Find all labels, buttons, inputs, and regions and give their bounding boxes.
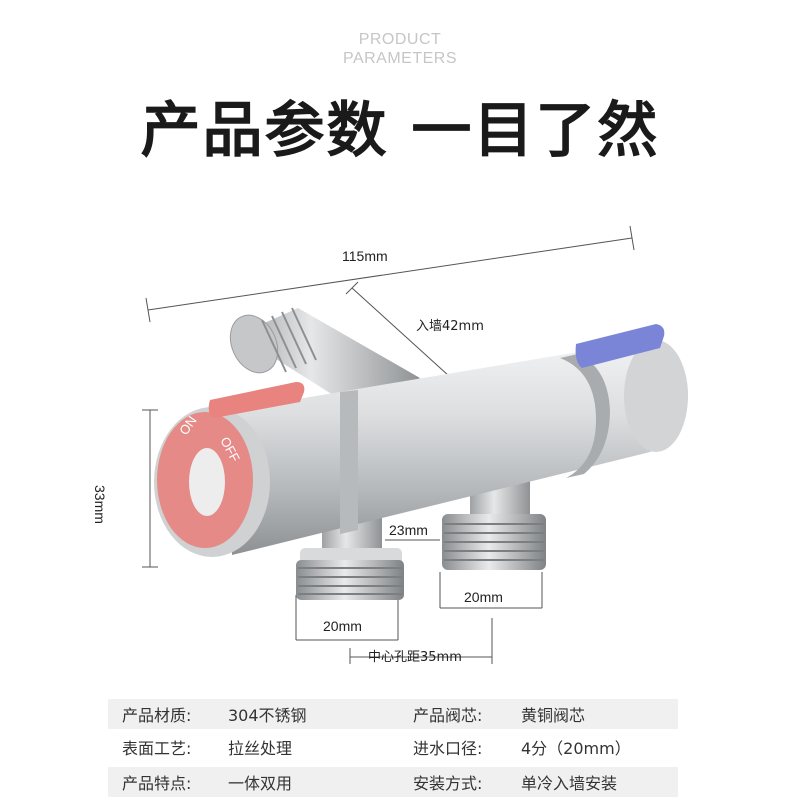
spec-value: 304不锈钢 — [228, 706, 307, 725]
page-title: 产品参数 一目了然 — [140, 96, 660, 166]
on-off-knob[interactable]: ON OFF — [154, 407, 270, 557]
spec-value: 黄铜阀芯 — [521, 706, 586, 725]
spec-row: 表面工艺: 拉丝处理 进水口径: 4分（20mm） — [108, 732, 678, 762]
spec-value: 一体双用 — [228, 774, 293, 793]
header-en-line2: PARAMETERS — [342, 50, 458, 67]
spec-key: 产品阀芯: — [413, 706, 483, 725]
dim-length-line — [145, 225, 635, 323]
spec-key: 表面工艺: — [122, 739, 192, 758]
dim-gap-label: 23mm — [389, 522, 428, 538]
dim-wall-line — [345, 281, 461, 387]
spec-value: 4分（20mm） — [521, 739, 631, 758]
dim-thread-lines — [295, 572, 543, 664]
header-en-line1: PRODUCT — [358, 31, 442, 48]
dim-length-label: 115mm — [342, 248, 388, 264]
spec-key: 产品特点: — [122, 774, 192, 793]
spec-key: 进水口径: — [413, 739, 483, 758]
dim-thread-right-label: 20mm — [464, 589, 503, 605]
spec-value: 拉丝处理 — [228, 739, 293, 758]
dim-height-label: 33mm — [92, 485, 108, 524]
dim-thread-left-label: 20mm — [323, 618, 362, 634]
spec-row: 产品材质: 304不锈钢 产品阀芯: 黄铜阀芯 — [108, 699, 678, 729]
spec-key: 产品材质: — [122, 706, 192, 725]
hot-handle[interactable] — [208, 382, 305, 418]
spec-key: 安装方式: — [413, 774, 483, 793]
valve-body — [232, 340, 688, 555]
dim-center-distance-label: 中心孔距35mm — [368, 650, 462, 665]
wall-inlet-pipe — [229, 307, 420, 412]
dim-height-line — [142, 409, 158, 568]
dim-wall-label: 入墙42mm — [416, 319, 484, 334]
spec-row: 产品特点: 一体双用 安装方式: 单冷入墙安装 — [108, 767, 678, 797]
cold-handle[interactable] — [575, 324, 665, 368]
spec-value: 单冷入墙安装 — [521, 774, 618, 793]
